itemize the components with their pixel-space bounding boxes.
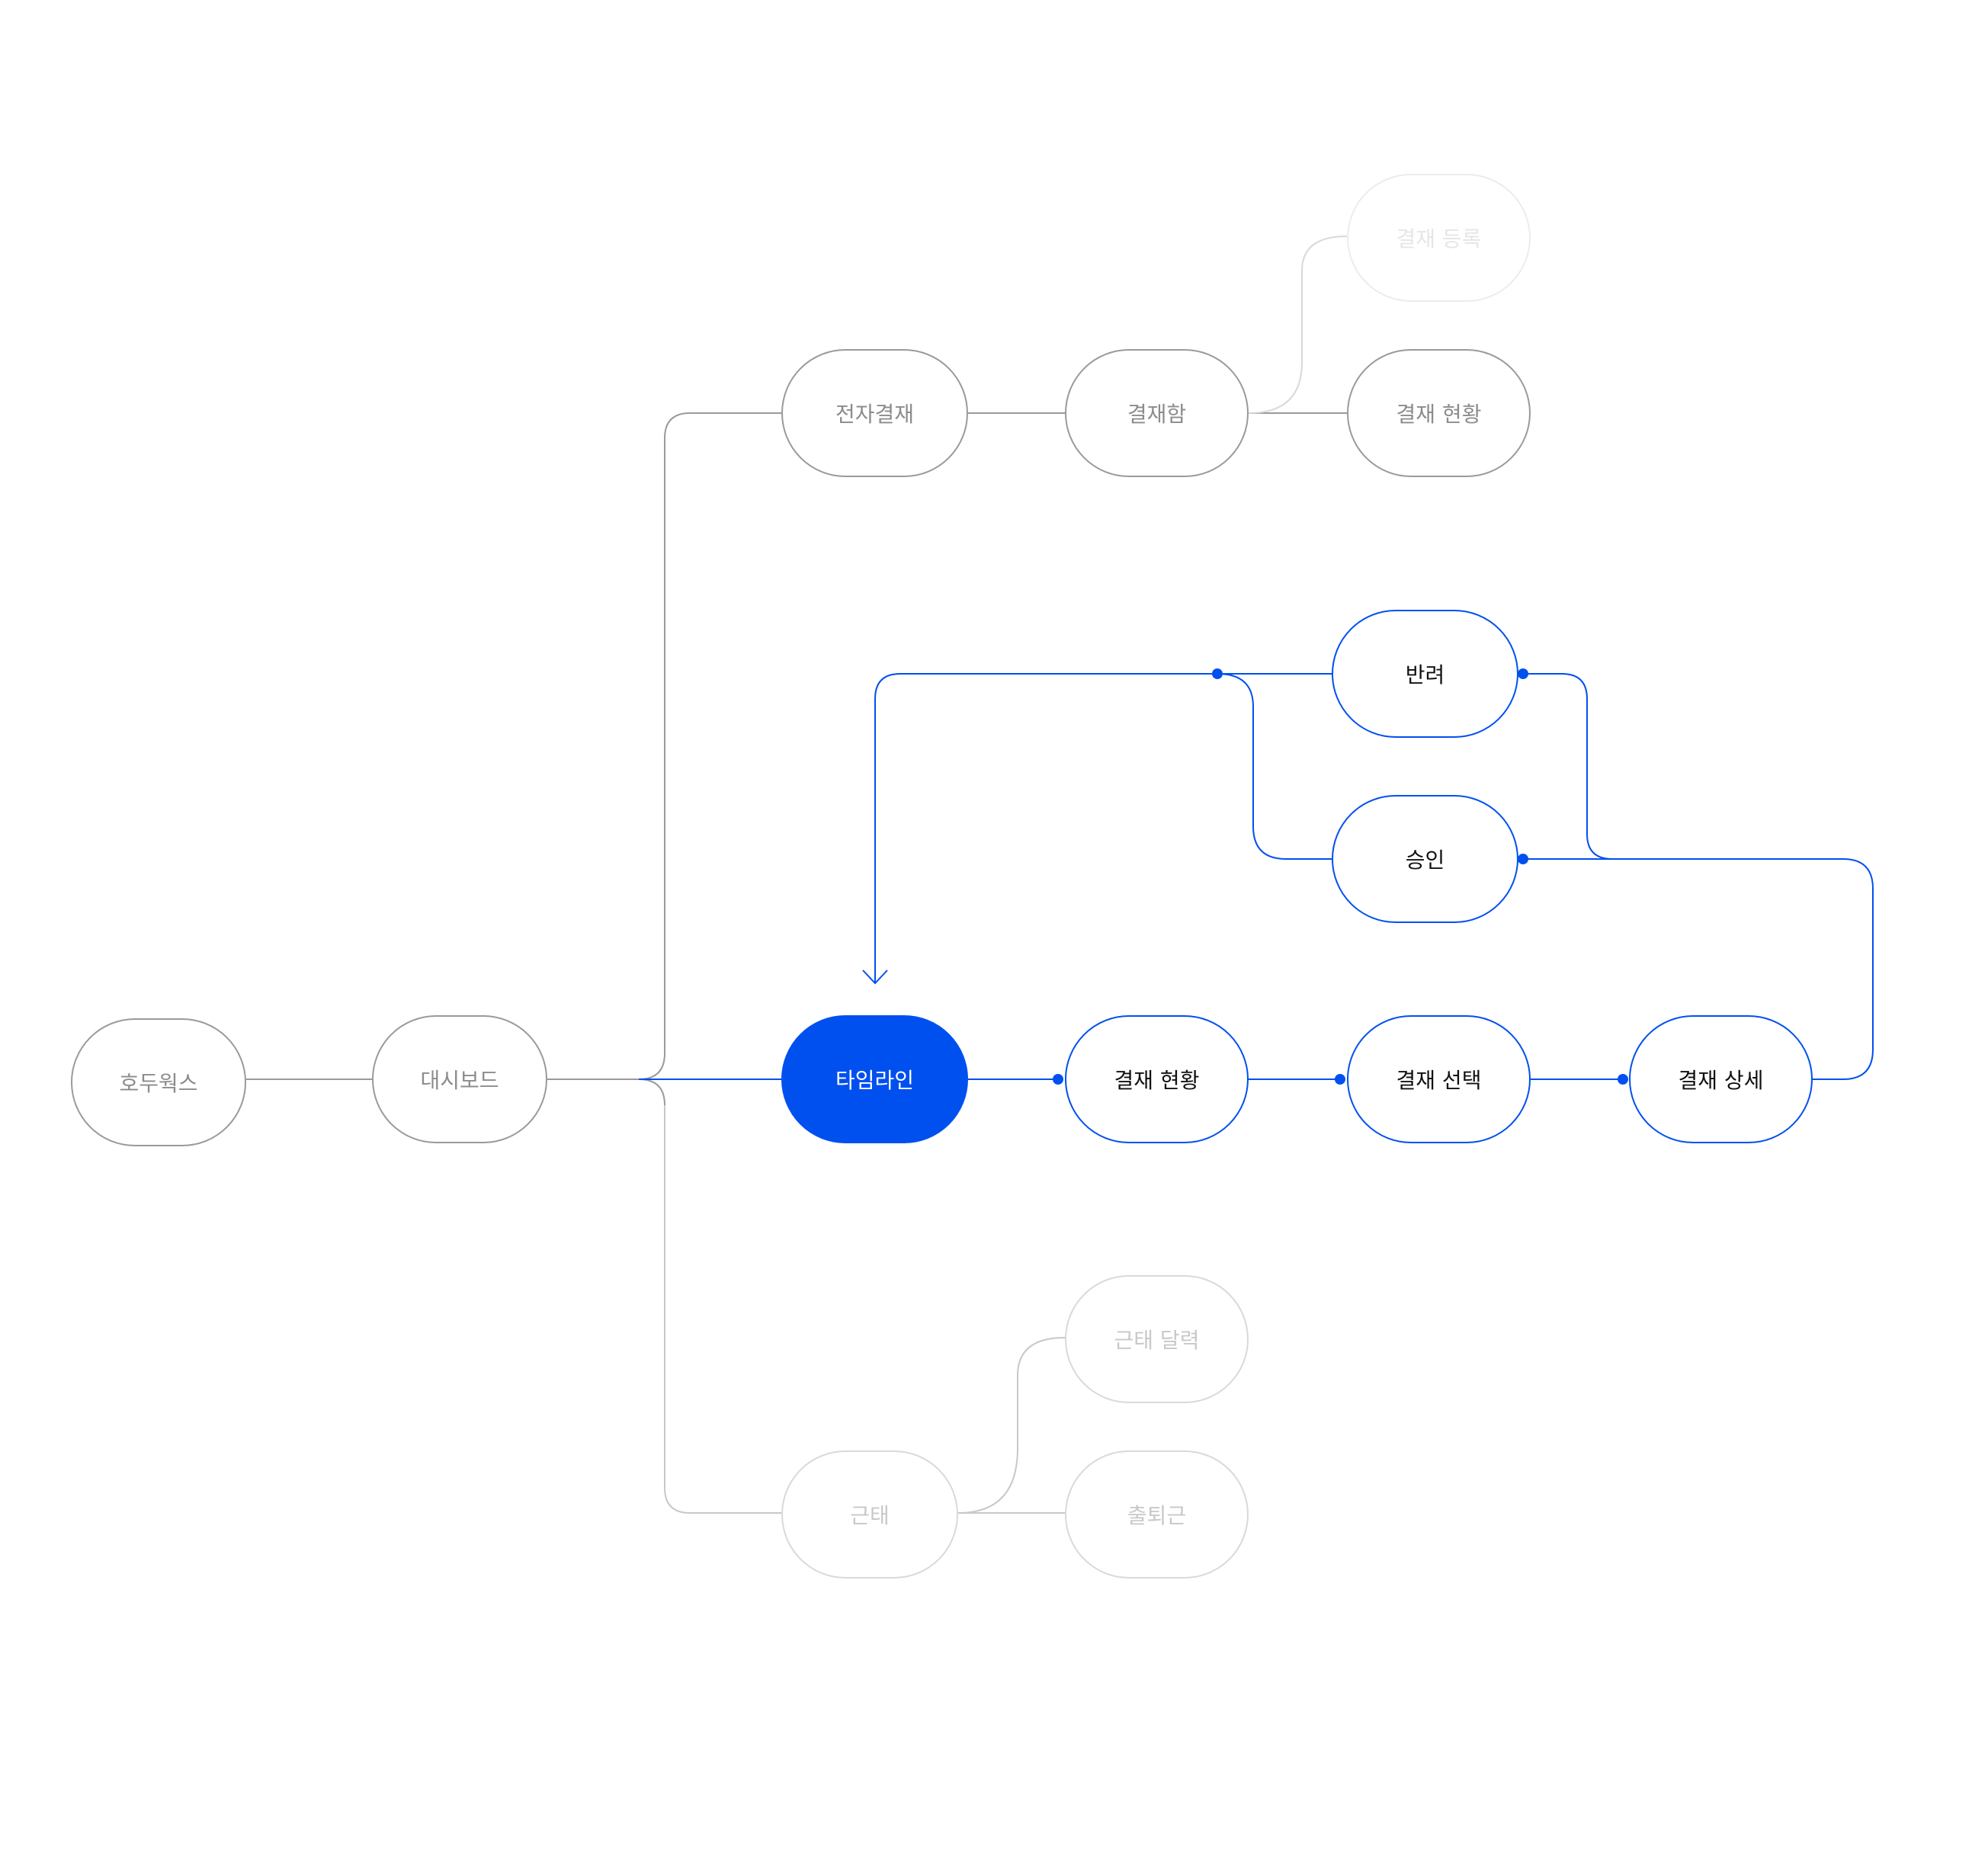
node-approval-detail[interactable]: 결재 상세: [1629, 1015, 1813, 1143]
node-attendance-calendar-label: 근태 달력: [1114, 1328, 1200, 1353]
dot-reject-out: [1518, 668, 1528, 679]
connector-box-register: [1248, 236, 1348, 414]
connector-trunk-attendance: [664, 1105, 781, 1514]
node-approve-label: 승인: [1405, 848, 1445, 873]
node-approval-box-label: 결재함: [1127, 402, 1187, 427]
dot-approve-out: [1518, 854, 1528, 864]
node-approve[interactable]: 승인: [1332, 795, 1518, 923]
node-timeline-label: 타임라인: [835, 1068, 915, 1093]
connector-trunk-lower-curve: [638, 1079, 665, 1106]
node-approval-register-label: 결재 등록: [1396, 226, 1482, 252]
node-approval-status[interactable]: 결재 현황: [1065, 1015, 1249, 1143]
node-approval-register[interactable]: 결재 등록: [1347, 174, 1531, 302]
node-approval[interactable]: 전자결재: [781, 349, 968, 477]
node-commute[interactable]: 출퇴근: [1065, 1450, 1249, 1579]
node-dashboard[interactable]: 대시보드: [372, 1015, 547, 1143]
connector-trunk-approval: [664, 412, 781, 439]
connector-approve-to-reject: [1217, 673, 1332, 860]
connector-reject-to-timeline: [874, 673, 1332, 983]
connector-detail-approve: [1523, 858, 1874, 1080]
node-attendance-label: 근태: [850, 1503, 890, 1528]
node-attendance-calendar[interactable]: 근태 달력: [1065, 1275, 1249, 1403]
node-approval-detail-label: 결재 상세: [1678, 1068, 1764, 1093]
node-approval-label: 전자결재: [835, 402, 915, 427]
dot-branch-point: [1212, 668, 1223, 679]
node-approval-status-label: 결재 현황: [1114, 1068, 1200, 1093]
node-reject-label: 반려: [1405, 662, 1445, 688]
node-dashboard-label: 대시보드: [420, 1068, 499, 1093]
connector-merge-reject: [1523, 673, 1613, 860]
node-approval-status-top[interactable]: 결재 현황: [1347, 349, 1531, 477]
dot-status-in: [1053, 1074, 1063, 1085]
node-approval-box[interactable]: 결재함: [1065, 349, 1249, 477]
node-commute-label: 출퇴근: [1127, 1503, 1187, 1528]
connector-attendance-calendar: [957, 1337, 1066, 1514]
dot-select-in: [1335, 1074, 1345, 1085]
dot-detail-in: [1618, 1074, 1628, 1085]
node-attendance[interactable]: 근태: [781, 1450, 958, 1579]
node-timeline[interactable]: 타임라인: [781, 1015, 968, 1143]
node-reject[interactable]: 반려: [1332, 610, 1518, 738]
node-approval-select[interactable]: 결재 선택: [1347, 1015, 1531, 1143]
node-approval-select-label: 결재 선택: [1396, 1068, 1482, 1093]
arrowhead-to-timeline: [862, 970, 888, 985]
node-approval-status-top-label: 결재 현황: [1396, 402, 1482, 427]
node-root[interactable]: 호두웍스: [71, 1018, 246, 1146]
connector-trunk-upper-curve: [638, 1053, 665, 1080]
node-root-label: 호두웍스: [119, 1071, 198, 1096]
